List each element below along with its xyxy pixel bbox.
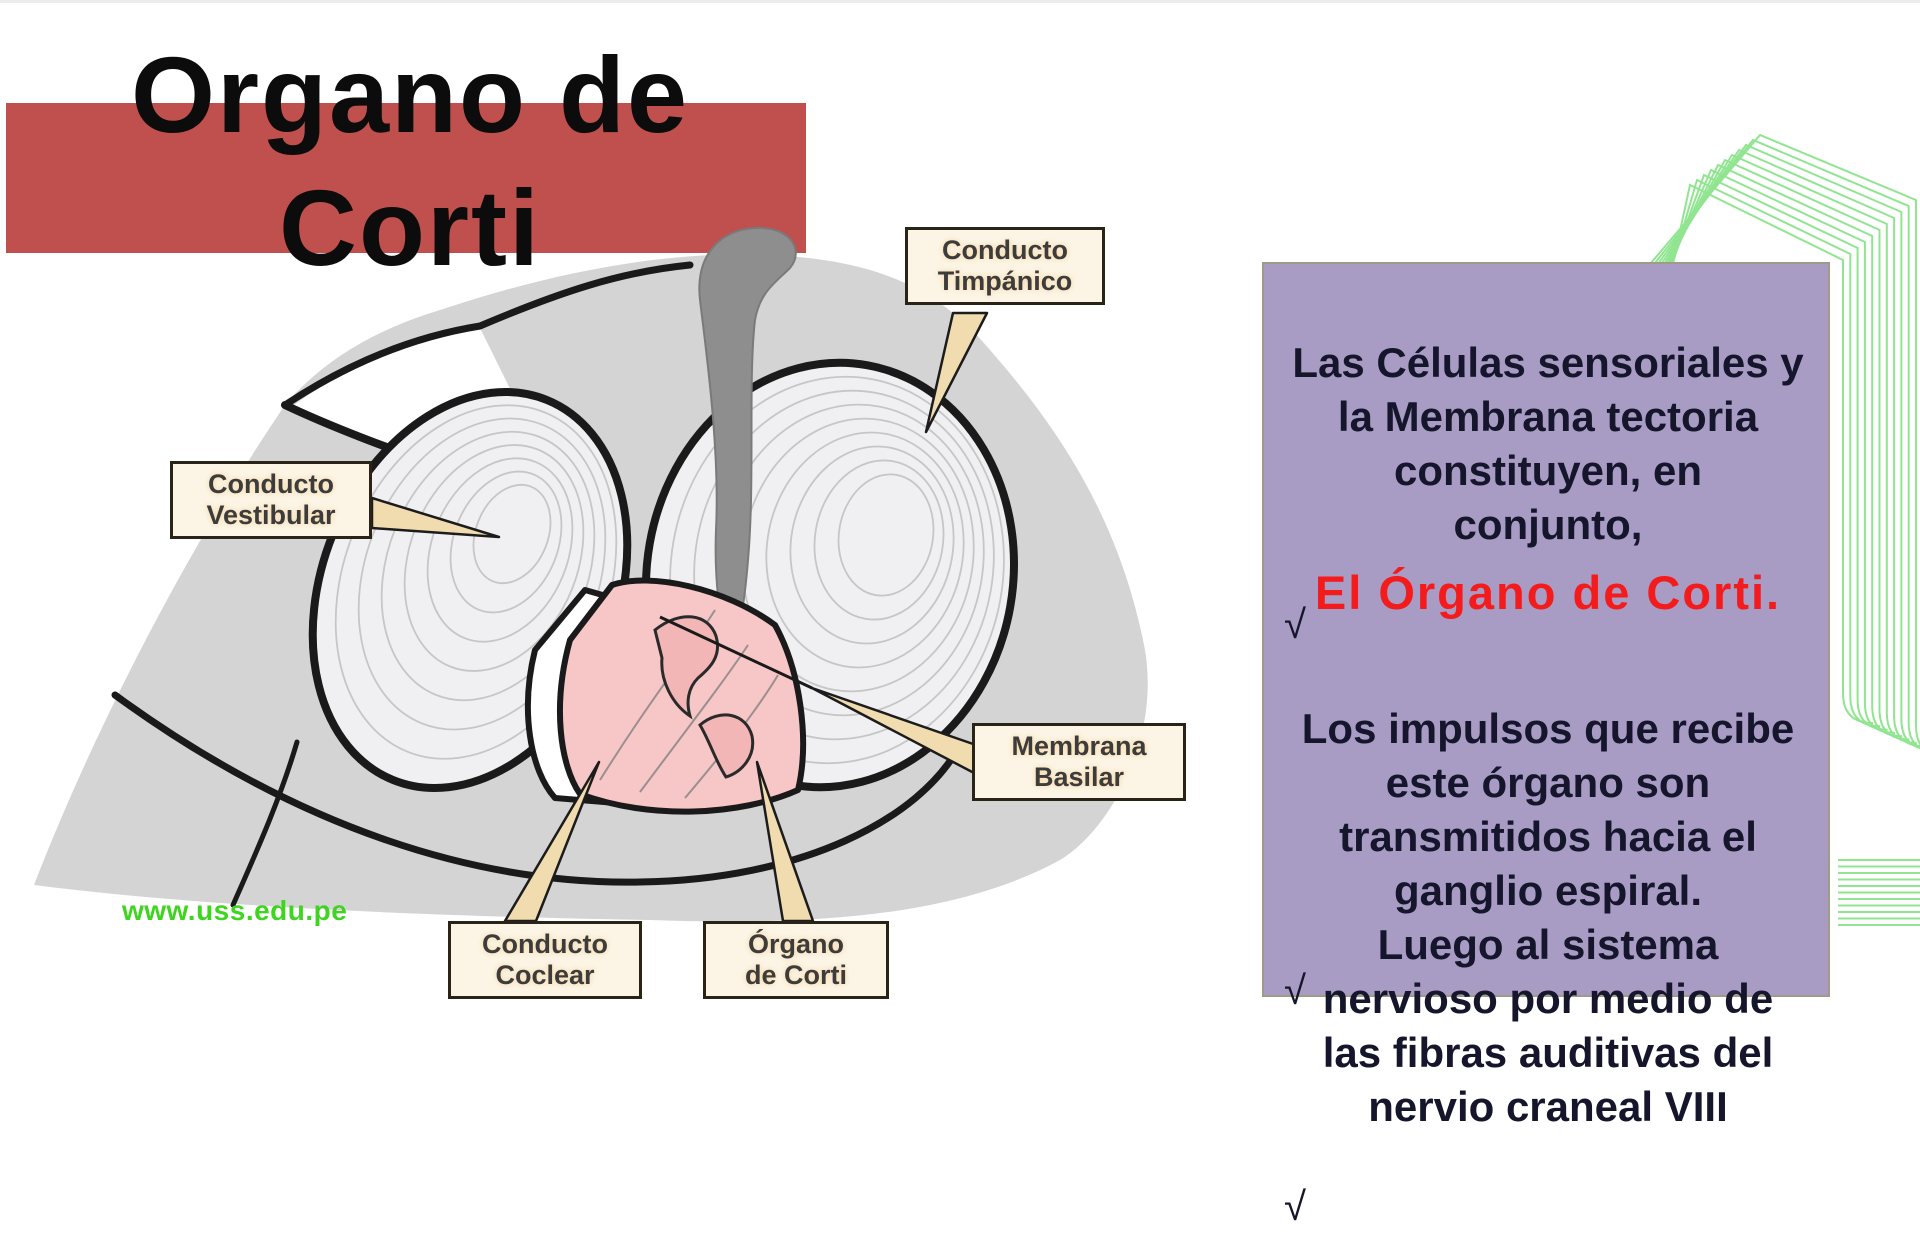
title-banner: [6, 103, 806, 253]
bullet-text-line: nervio craneal VIII: [1368, 1083, 1728, 1130]
label-pointers: [370, 311, 989, 923]
label-organo-de-corti: Órgano de Corti: [703, 921, 889, 999]
bullet-sensory-cells: Las Células sensoriales y la Membrana te…: [1278, 336, 1818, 552]
cleft-upper-outline: [281, 261, 694, 409]
label-line: Órgano: [747, 929, 844, 959]
label-line: Basilar: [1033, 762, 1125, 792]
label-conducto-vestibular: Conducto Vestibular: [170, 461, 372, 539]
bullet-text-line: constituyen, en: [1393, 447, 1703, 494]
label-line: Conducto: [482, 929, 608, 959]
label-line: Vestibular: [206, 500, 336, 530]
vestibular-pointer: [370, 496, 501, 539]
label-line: Conducto: [208, 469, 334, 499]
page-title-line1: Organo de: [130, 34, 690, 155]
bullet-text-line: transmitidos hacia el: [1339, 813, 1757, 860]
bullet-text-line: las fibras auditivas del: [1322, 1029, 1774, 1076]
page-title: Organo de Corti: [55, 28, 765, 294]
organo-inner-hooks: [653, 615, 755, 779]
bullet-text-line: este órgano son: [1385, 759, 1711, 806]
label-line: Timpánico: [937, 266, 1073, 296]
label-line: Coclear: [495, 960, 595, 990]
label-line: Membrana: [1011, 731, 1147, 761]
bullet-text-line: nervioso por medio de: [1322, 975, 1774, 1022]
watermark-url: www.uss.edu.pe: [122, 895, 348, 926]
bullet-text-line: ganglio espiral.: [1393, 867, 1703, 914]
cochlea-diagram: [34, 226, 1148, 923]
bullet-text-line: conjunto,: [1453, 501, 1643, 548]
bullet-text-line: la Membrana tectoria: [1337, 393, 1759, 440]
modiolus-stalk: [698, 226, 797, 661]
check-bullet-icon: √: [1284, 603, 1306, 647]
page-title-line2: Corti: [279, 167, 541, 288]
check-bullet-icon: √: [1284, 969, 1306, 1013]
bullet-text-line: Los impulsos que recibe: [1301, 705, 1795, 752]
timpanico-striations: [669, 375, 1005, 765]
shell-rim-outline: [111, 691, 964, 886]
bullet-text-line: Las Células sensoriales y: [1292, 339, 1804, 386]
membrana-basilar-line: [659, 615, 813, 690]
bullet-text-line: Luego al sistema: [1377, 921, 1719, 968]
rim-tail-line: [230, 739, 300, 908]
label-membrana-basilar: Membrana Basilar: [972, 723, 1186, 801]
notes-panel: √ √ √ Las Células sensoriales y la Membr…: [1262, 262, 1830, 1229]
label-conducto-coclear: Conducto Coclear: [448, 921, 642, 999]
bullet-impulses: Los impulsos que recibe este órgano son …: [1264, 702, 1832, 918]
highlight-organo-de-corti: El Órgano de Corti.: [1314, 566, 1782, 619]
page-top-divider: [0, 0, 1920, 3]
check-bullet-icon: √: [1284, 1185, 1306, 1229]
label-conducto-timpanico: Conducto Timpánico: [905, 227, 1105, 305]
label-line: de Corti: [744, 960, 847, 990]
green-decor-lines: [1644, 133, 1920, 926]
bullet-nervous-system: Luego al sistema nervioso por medio de l…: [1264, 918, 1832, 1134]
notes-panel-content: √ √ √ Las Células sensoriales y la Membr…: [1264, 264, 1832, 1229]
label-line: Conducto: [942, 235, 1068, 265]
timpanico-pointer: [924, 311, 989, 434]
